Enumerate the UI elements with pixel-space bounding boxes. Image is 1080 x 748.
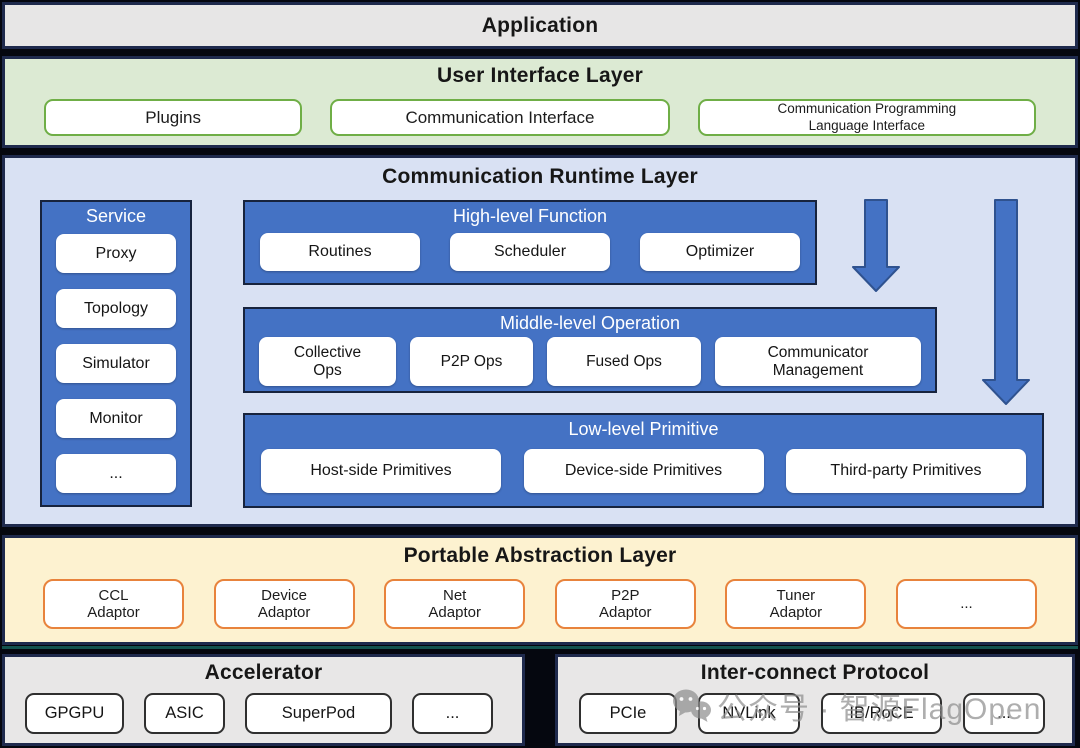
low-level-primitive-panel: Low-level Primitive Host-side Primitives…	[243, 413, 1044, 508]
high-level-function-panel: High-level Function Routines Scheduler O…	[243, 200, 817, 285]
high-level-function-title: High-level Function	[452, 206, 608, 226]
tuner-adaptor-box: Tuner Adaptor	[725, 579, 867, 629]
pal-boxes: CCL Adaptor Device Adaptor Net Adaptor P…	[5, 579, 1075, 629]
p2p-adaptor-box: P2P Adaptor	[554, 579, 696, 629]
pal-title: Portable Abstraction Layer	[403, 544, 677, 567]
pal-ellipsis-box: ...	[895, 579, 1037, 629]
high-level-function-items: Routines Scheduler Optimizer	[245, 233, 815, 271]
service-panel: Service Proxy Topology Simulator Monitor…	[40, 200, 192, 507]
device-side-primitives-box: Device-side Primitives	[523, 449, 764, 493]
service-ellipsis-box: ...	[56, 454, 176, 493]
optimizer-box: Optimizer	[640, 233, 800, 271]
communication-runtime-layer: Communication Runtime Layer Service Prox…	[2, 155, 1078, 527]
communicator-management-box: Communicator Management	[715, 337, 921, 386]
pcie-box: PCIe	[579, 693, 677, 734]
runtime-layer-title: Communication Runtime Layer	[382, 165, 698, 188]
interconnect-boxes: PCIe NVLink IB/RoCE ...	[558, 693, 1072, 734]
ui-layer-boxes: Plugins Communication Interface Communic…	[5, 99, 1075, 136]
ui-layer-title: User Interface Layer	[437, 64, 643, 87]
user-interface-layer: User Interface Layer Plugins Communicati…	[2, 56, 1078, 148]
ccl-adaptor-box: CCL Adaptor	[43, 579, 184, 629]
service-title: Service	[85, 206, 147, 226]
application-title: Application	[481, 13, 599, 37]
down-arrow-icon	[982, 199, 1030, 405]
proxy-box: Proxy	[56, 234, 176, 273]
middle-level-operation-items: Collective Ops P2P Ops Fused Ops Communi…	[245, 337, 935, 386]
net-adaptor-box: Net Adaptor	[384, 579, 526, 629]
communication-programming-language-interface-box: Communication Programming Language Inter…	[697, 99, 1036, 136]
asic-box: ASIC	[144, 693, 225, 734]
superpod-box: SuperPod	[245, 693, 392, 734]
accelerator-boxes: GPGPU ASIC SuperPod ...	[5, 693, 522, 734]
communication-interface-box: Communication Interface	[330, 99, 670, 136]
interconnect-ellipsis-box: ...	[963, 693, 1045, 734]
interconnect-protocol-panel: Inter-connect Protocol PCIe NVLink IB/Ro…	[555, 654, 1075, 746]
service-items: Proxy Topology Simulator Monitor ...	[42, 234, 190, 493]
third-party-primitives-box: Third-party Primitives	[786, 449, 1026, 493]
application-layer: Application	[2, 2, 1078, 49]
monitor-box: Monitor	[56, 399, 176, 438]
low-level-primitive-title: Low-level Primitive	[568, 419, 719, 439]
portable-abstraction-layer: Portable Abstraction Layer CCL Adaptor D…	[2, 535, 1078, 645]
middle-level-operation-title: Middle-level Operation	[499, 313, 681, 333]
topology-box: Topology	[56, 289, 176, 328]
accelerator-title: Accelerator	[204, 661, 323, 684]
divider-line	[2, 646, 1078, 649]
device-adaptor-box: Device Adaptor	[213, 579, 355, 629]
collective-ops-box: Collective Ops	[259, 337, 396, 386]
accelerator-panel: Accelerator GPGPU ASIC SuperPod ...	[2, 654, 525, 746]
plugins-box: Plugins	[44, 99, 303, 136]
host-side-primitives-box: Host-side Primitives	[261, 449, 501, 493]
simulator-box: Simulator	[56, 344, 176, 383]
down-arrow-icon	[852, 199, 900, 292]
interconnect-protocol-title: Inter-connect Protocol	[700, 661, 930, 684]
low-level-primitive-items: Host-side Primitives Device-side Primiti…	[245, 449, 1042, 493]
accelerator-ellipsis-box: ...	[412, 693, 493, 734]
scheduler-box: Scheduler	[450, 233, 610, 271]
nvlink-box: NVLink	[698, 693, 800, 734]
fused-ops-box: Fused Ops	[547, 337, 701, 386]
routines-box: Routines	[260, 233, 420, 271]
middle-level-operation-panel: Middle-level Operation Collective Ops P2…	[243, 307, 937, 393]
ib-roce-box: IB/RoCE	[821, 693, 942, 734]
hardware-row: Accelerator GPGPU ASIC SuperPod ... Inte…	[2, 654, 1078, 746]
gpgpu-box: GPGPU	[25, 693, 124, 734]
p2p-ops-box: P2P Ops	[410, 337, 533, 386]
